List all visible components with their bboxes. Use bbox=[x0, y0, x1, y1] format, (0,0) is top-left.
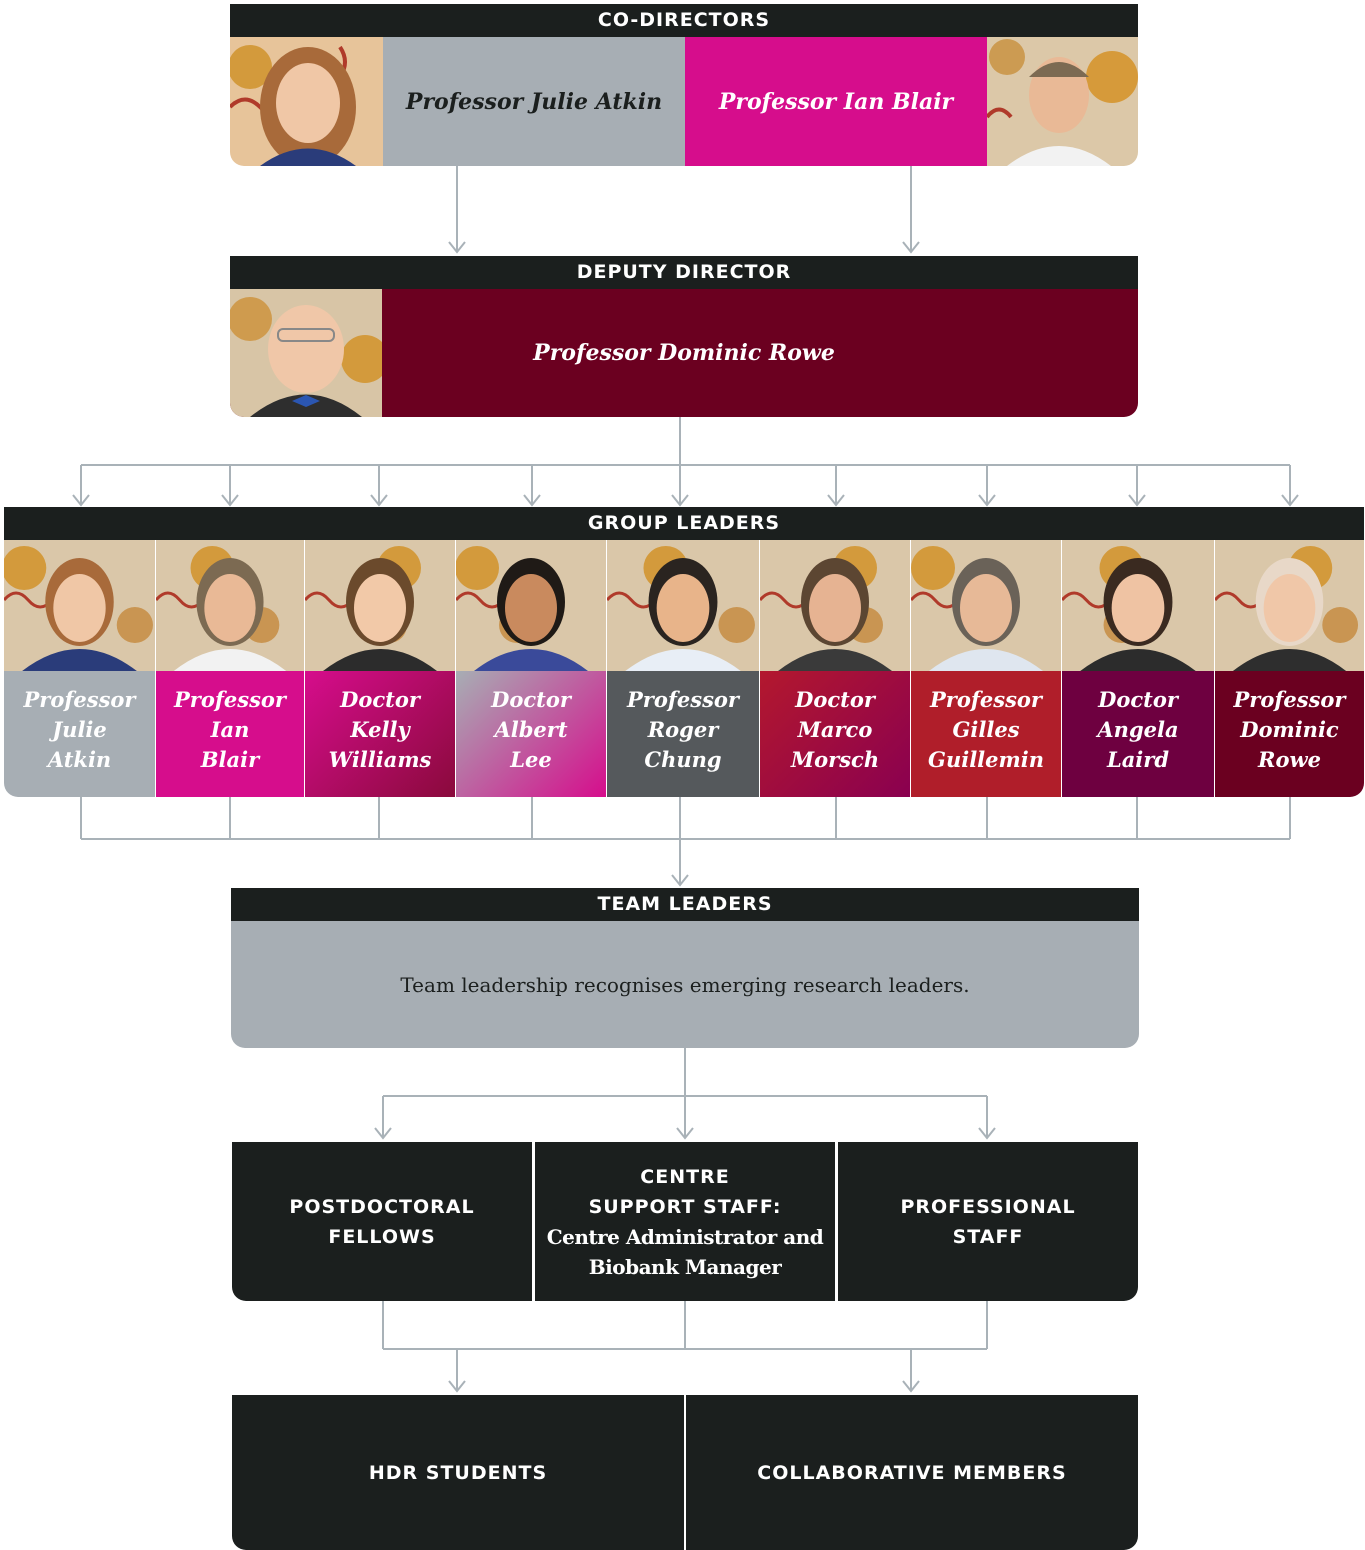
dominic-rowe-photo bbox=[230, 289, 382, 417]
postdoc-line2: FELLOWS bbox=[328, 1225, 436, 1248]
group-leader-first: Roger bbox=[647, 717, 719, 742]
collaborative-members-box: COLLABORATIVE MEMBERS bbox=[686, 1395, 1138, 1550]
group-leader-photo bbox=[456, 540, 606, 671]
group-leader-photo bbox=[156, 540, 304, 671]
support-line1: CENTRE bbox=[640, 1165, 730, 1188]
group-leader-first: Marco bbox=[797, 717, 873, 742]
professional-line2: STAFF bbox=[952, 1225, 1024, 1248]
group-leader-last: Lee bbox=[510, 747, 552, 772]
group-leader-title: Doctor bbox=[1098, 687, 1178, 712]
professional-staff-box: PROFESSIONAL STAFF bbox=[838, 1142, 1138, 1301]
professional-line1: PROFESSIONAL bbox=[900, 1195, 1076, 1218]
group-leader-first: Kelly bbox=[350, 717, 410, 742]
hdr-students-box: HDR STUDENTS bbox=[232, 1395, 684, 1550]
bottom-panel: HDR STUDENTS COLLABORATIVE MEMBERS bbox=[232, 1395, 1138, 1550]
support-line4: Biobank Manager bbox=[588, 1254, 782, 1279]
co-directors-panel: Professor Julie Atkin Professor Ian Blai… bbox=[230, 37, 1138, 166]
group-leader-last: Atkin bbox=[47, 747, 112, 772]
group-leader-last: Blair bbox=[200, 747, 260, 772]
postdoctoral-fellows-box: POSTDOCTORAL FELLOWS bbox=[232, 1142, 532, 1301]
group-leader-title: Professor bbox=[23, 687, 136, 712]
group-leader-title: Professor bbox=[1233, 687, 1346, 712]
group-leader-last: Guillemin bbox=[928, 747, 1044, 772]
deputy-director-panel: Professor Dominic Rowe bbox=[230, 289, 1138, 417]
co-director-ian-blair: Professor Ian Blair bbox=[685, 37, 987, 166]
group-leader-title: Professor bbox=[930, 687, 1042, 712]
group-leader-first: Ian bbox=[210, 717, 250, 742]
group-leader-title: Professor bbox=[627, 687, 739, 712]
deputy-director-name: Professor Dominic Rowe bbox=[533, 340, 835, 366]
group-leaders-header: GROUP LEADERS bbox=[4, 507, 1364, 540]
team-leaders-box: Team leadership recognises emerging rese… bbox=[231, 921, 1139, 1048]
group-leader-title: Doctor bbox=[795, 687, 875, 712]
group-leader-photo bbox=[1215, 540, 1364, 671]
group-leader-photo bbox=[4, 540, 155, 671]
group-leader-photo bbox=[607, 540, 759, 671]
group-leader-first: Dominic bbox=[1240, 717, 1339, 742]
support-line3: Centre Administrator and bbox=[546, 1224, 824, 1249]
group-leader-last: Laird bbox=[1106, 747, 1170, 772]
group-leader-last: Williams bbox=[328, 747, 432, 772]
group-leader-title: Professor bbox=[174, 687, 286, 712]
group-leader-last: Rowe bbox=[1258, 747, 1321, 772]
group-leader-first: Julie bbox=[52, 717, 107, 742]
group-leader-title: Doctor bbox=[340, 687, 420, 712]
centre-support-staff-box: CENTRE SUPPORT STAFF: Centre Administrat… bbox=[535, 1142, 835, 1301]
group-leader-first: Angela bbox=[1097, 717, 1179, 742]
group-leader-photo bbox=[911, 540, 1061, 671]
team-leaders-header: TEAM LEADERS bbox=[231, 888, 1139, 921]
group-leader-first: Albert bbox=[494, 717, 568, 742]
group-leader-title: Doctor bbox=[491, 687, 571, 712]
co-directors-header: CO-DIRECTORS bbox=[230, 4, 1138, 37]
co-director-julie-atkin: Professor Julie Atkin bbox=[383, 37, 685, 166]
group-leader-photo bbox=[1062, 540, 1214, 671]
deputy-director-header: DEPUTY DIRECTOR bbox=[230, 256, 1138, 289]
postdoc-line1: POSTDOCTORAL bbox=[289, 1195, 475, 1218]
group-leader-last: Chung bbox=[644, 747, 722, 772]
group-leader-photo bbox=[760, 540, 910, 671]
group-leader-photo bbox=[305, 540, 455, 671]
ian-blair-photo bbox=[987, 37, 1138, 166]
group-leader-first: Gilles bbox=[952, 717, 1020, 742]
julie-atkin-photo bbox=[230, 37, 383, 166]
support-line2: SUPPORT STAFF: bbox=[588, 1195, 782, 1218]
group-leader-last: Morsch bbox=[790, 747, 880, 772]
staff-panel: POSTDOCTORAL FELLOWS CENTRE SUPPORT STAF… bbox=[232, 1142, 1138, 1301]
